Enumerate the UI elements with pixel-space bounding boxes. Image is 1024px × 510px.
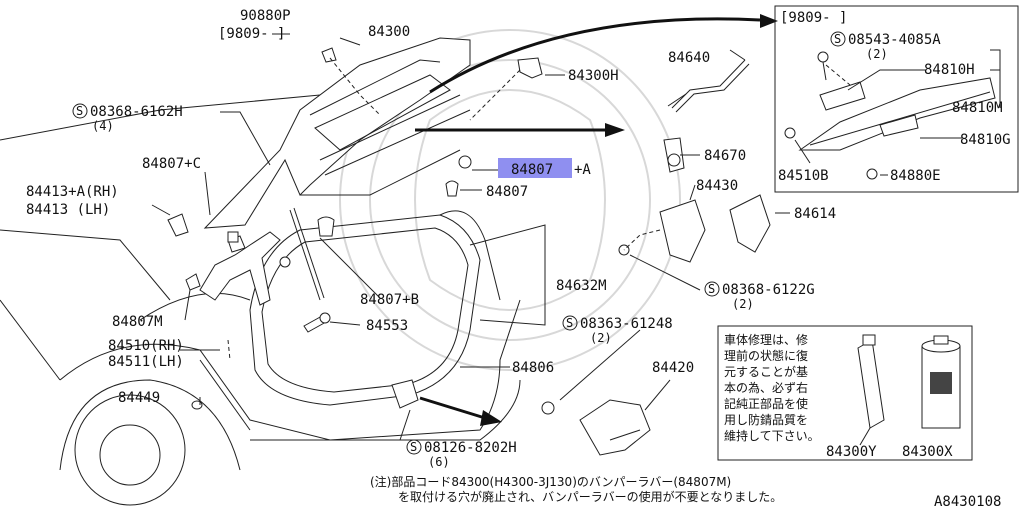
label-84807B: 84807+B	[360, 292, 419, 308]
label-84806: 84806	[512, 360, 554, 376]
latch-84806	[391, 379, 419, 409]
label-84510: 84510(RH)	[108, 338, 184, 354]
notice-line-3: 元することが基	[724, 364, 808, 379]
label-84300Y: 84300Y	[826, 444, 877, 460]
footnote-line-2: を取付ける穴が廃止され、バンパーラバーの使用が不要となりました。	[398, 489, 782, 504]
label-84640: 84640	[668, 50, 710, 66]
label-84420: 84420	[652, 360, 694, 376]
label-84510B: 84510B	[778, 168, 829, 184]
leader-lines	[151, 33, 790, 441]
svg-text:S: S	[708, 282, 715, 296]
striker-84420	[579, 399, 651, 456]
footnote-line-1: (注)部品コード84300(H4300-3J130)のバンパーラバー(84807…	[370, 474, 731, 489]
cylinder-84670	[663, 137, 685, 173]
bracket-84413	[167, 213, 189, 237]
repair-notice-box	[717, 325, 973, 461]
hinge-assembly	[199, 231, 291, 306]
inset-box	[774, 5, 1019, 193]
label-84413A: 84413+A(RH)	[26, 184, 119, 200]
s-mark-6162H	[72, 103, 88, 119]
rubber-84807B	[317, 216, 335, 237]
part-labels: 90880P [9809- ] 84300 84300H 84640 S 083…	[26, 8, 1011, 510]
buffer-84807	[445, 180, 459, 197]
qty-4085A: (2)	[866, 47, 888, 61]
label-84300H: 84300H	[568, 68, 619, 84]
qty-8202H: (6)	[428, 455, 450, 469]
s-mark-8202H	[406, 439, 422, 455]
label-84413: 84413 (LH)	[26, 202, 110, 218]
gas-strut	[289, 207, 325, 301]
label-84430: 84430	[696, 178, 738, 194]
label-date-tl: [9809- ]	[218, 26, 285, 42]
clip-90880P	[321, 47, 337, 63]
lock-84430	[659, 199, 706, 263]
s-mark-61248	[562, 315, 578, 331]
diagram-id: A8430108	[934, 494, 1001, 510]
label-84810M: 84810M	[952, 100, 1003, 116]
label-84300: 84300	[368, 24, 410, 40]
stopper-84807C	[227, 231, 239, 243]
car-body-illustration	[0, 37, 521, 506]
label-84511: 84511(LH)	[108, 354, 184, 370]
qty-6162H: (4)	[92, 119, 114, 133]
label-inset-date: [9809- ]	[780, 10, 847, 26]
svg-text:S: S	[410, 440, 417, 454]
notice-line-7: 維持して下さい。	[724, 428, 820, 443]
bolt-84553	[303, 312, 331, 333]
bolt-08363-61248	[541, 401, 555, 415]
label-08368-6122G: 08368-6122G	[722, 282, 815, 298]
svg-text:S: S	[566, 316, 573, 330]
label-84807C: 84807+C	[142, 156, 201, 172]
watermark-emblem	[339, 29, 681, 371]
label-84300X: 84300X	[902, 444, 953, 460]
label-84614: 84614	[794, 206, 836, 222]
notice-line-4: 本の為、必ず右	[724, 380, 808, 395]
label-84810H: 84810H	[924, 62, 975, 78]
label-08126-8202H: 08126-8202H	[424, 440, 517, 456]
latch-84300H	[517, 57, 543, 79]
svg-text:S: S	[834, 32, 841, 46]
s-mark-6122G	[704, 281, 720, 297]
qty-6122G: (2)	[732, 297, 754, 311]
label-84632M: 84632M	[556, 278, 607, 294]
label-08543-4085A: 08543-4085A	[848, 32, 941, 48]
s-mark-4085A	[830, 31, 846, 47]
label-84807: 84807	[486, 184, 528, 200]
qty-61248: (2)	[590, 331, 612, 345]
reference-arrows	[415, 14, 778, 426]
notice-line-6: 用し防錆品質を	[724, 412, 808, 427]
bumper-rubber-84807M	[185, 273, 201, 291]
label-08368-6162H: 08368-6162H	[90, 104, 183, 120]
label-84553: 84553	[366, 318, 408, 334]
label-90880P: 90880P	[240, 8, 291, 24]
label-84670: 84670	[704, 148, 746, 164]
label-84880E: 84880E	[890, 168, 941, 184]
buffer-84807A	[458, 155, 472, 169]
label-84807A: 84807	[511, 162, 553, 178]
label-84807M: 84807M	[112, 314, 163, 330]
svg-text:S: S	[76, 104, 83, 118]
label-84810G: 84810G	[960, 132, 1011, 148]
notice-line-2: 理前の状態に復	[724, 348, 808, 363]
bracket-84614	[729, 194, 771, 253]
notice-line-1: 車体修理は、修	[724, 332, 808, 347]
rod-84640	[667, 59, 750, 113]
highlight-84807A	[498, 158, 572, 178]
label-84807A-suffix: +A	[574, 162, 591, 178]
label-84449: 84449	[118, 390, 160, 406]
notice-line-5: 記純正部品を使	[724, 396, 808, 411]
label-08363-61248: 08363-61248	[580, 316, 673, 332]
